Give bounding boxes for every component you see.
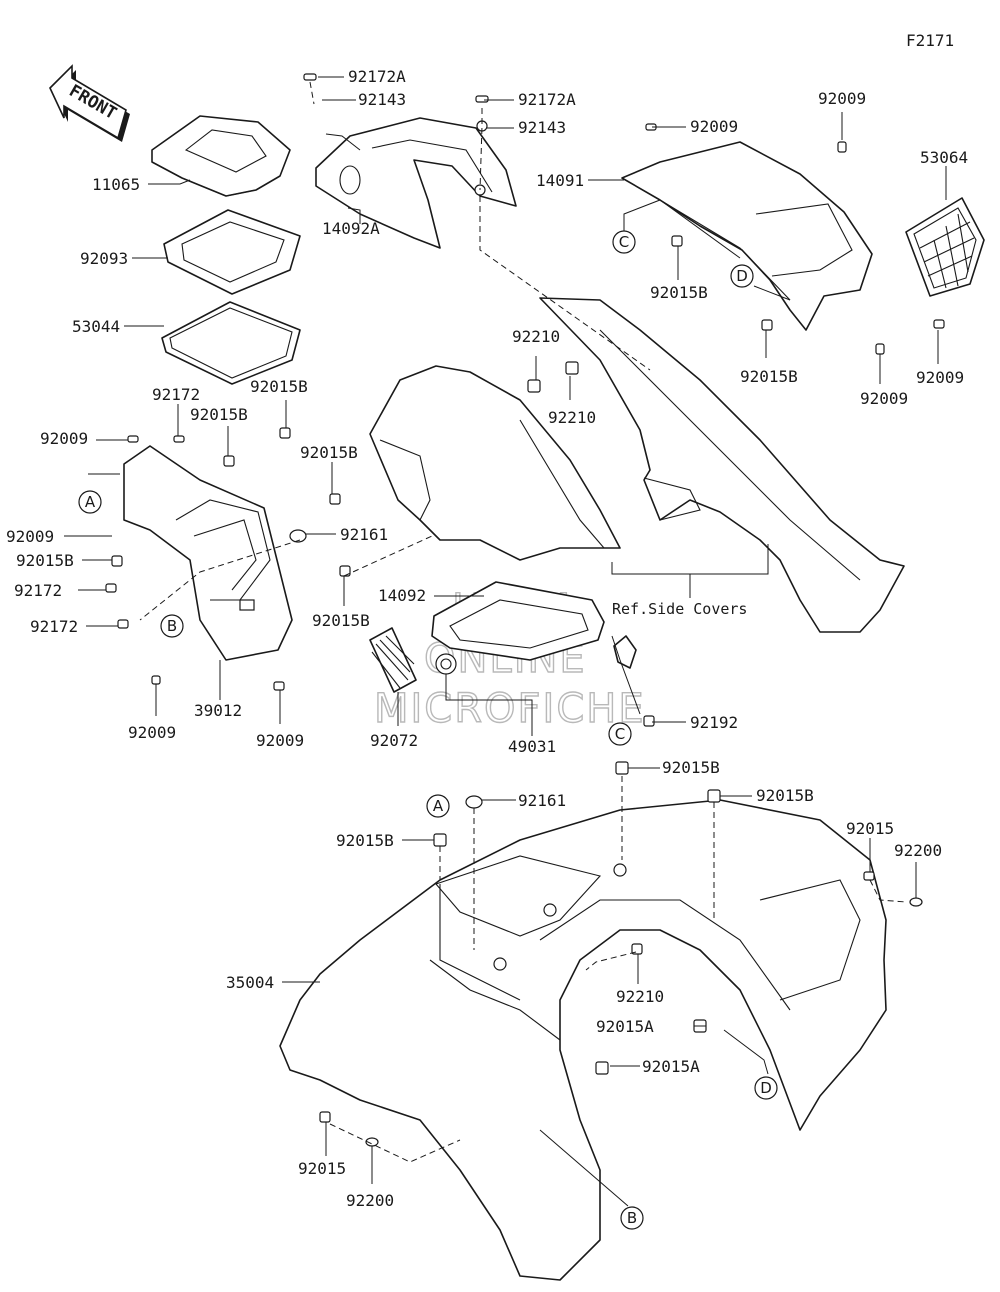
callout-c-upper: C [612, 230, 636, 254]
label-92172: 92172 [14, 581, 62, 600]
side-cover-body [539, 297, 905, 633]
part-11065-cover [151, 115, 291, 197]
svg-text:B: B [167, 617, 177, 635]
label-35004: 35004 [226, 973, 274, 992]
front-arrow-icon: FRONT [49, 64, 130, 142]
label-92015A: 92015A [596, 1017, 654, 1036]
label-92015B: 92015B [312, 611, 370, 630]
svg-text:C: C [615, 725, 625, 743]
label-92172: 92172 [30, 617, 78, 636]
label-92015: 92015 [846, 819, 894, 838]
callout-b-lower: B [620, 1206, 644, 1230]
label-92015B: 92015B [250, 377, 308, 396]
ref-side-covers-note: Ref.Side Covers [612, 600, 747, 618]
diagram-code: F2171 [906, 31, 954, 50]
label-92015A: 92015A [642, 1057, 700, 1076]
label-92015B: 92015B [662, 758, 720, 777]
part-14092-lid [431, 581, 605, 661]
label-92009: 92009 [6, 527, 54, 546]
svg-text:C: C [619, 233, 629, 251]
dashed-lines [139, 81, 907, 1163]
callout-d-lower: D [754, 1076, 778, 1100]
label-92093: 92093 [80, 249, 128, 268]
leader-lines [64, 76, 947, 1207]
label-92200: 92200 [894, 841, 942, 860]
svg-text:A: A [433, 797, 444, 815]
part-53064-grille [905, 197, 985, 297]
part-labels: 92172A 92143 92172A 92143 92009 92009 53… [6, 67, 968, 1210]
callout-d-upper: D [730, 264, 754, 288]
label-49031: 49031 [508, 737, 556, 756]
part-14091-panel [621, 141, 873, 331]
part-53044-seal [161, 301, 301, 385]
label-92192: 92192 [690, 713, 738, 732]
label-53064: 53064 [920, 148, 968, 167]
label-92210: 92210 [512, 327, 560, 346]
label-92210: 92210 [616, 987, 664, 1006]
callout-c-lower: C [608, 722, 632, 746]
svg-text:D: D [736, 267, 748, 285]
label-92161: 92161 [518, 791, 566, 810]
label-92009: 92009 [128, 723, 176, 742]
label-14092A: 14092A [322, 219, 380, 238]
label-92009: 92009 [818, 89, 866, 108]
svg-text:A: A [85, 493, 96, 511]
label-92015B: 92015B [650, 283, 708, 302]
part-92072-grille [369, 627, 417, 693]
callout-a-lower: A [426, 794, 450, 818]
part-92093-frame [163, 209, 301, 295]
label-92015B: 92015B [336, 831, 394, 850]
callout-b-upper: B [160, 614, 184, 638]
label-92210: 92210 [548, 408, 596, 427]
label-39012: 39012 [194, 701, 242, 720]
label-92072: 92072 [370, 731, 418, 750]
callout-a-upper: A [78, 490, 102, 514]
label-92143: 92143 [358, 90, 406, 109]
svg-text:B: B [627, 1209, 637, 1227]
part-35004-rear-fender [279, 799, 887, 1281]
watermark-line3: MICROFICHE [374, 686, 646, 732]
label-92009: 92009 [916, 368, 964, 387]
label-92172A: 92172A [518, 90, 576, 109]
label-92200: 92200 [346, 1191, 394, 1210]
label-92015B: 92015B [740, 367, 798, 386]
label-92161: 92161 [340, 525, 388, 544]
label-92015B: 92015B [756, 786, 814, 805]
label-53044: 53044 [72, 317, 120, 336]
label-92009: 92009 [690, 117, 738, 136]
label-92143: 92143 [518, 118, 566, 137]
label-92015B: 92015B [16, 551, 74, 570]
label-92015B: 92015B [190, 405, 248, 424]
label-92009: 92009 [860, 389, 908, 408]
label-92015: 92015 [298, 1159, 346, 1178]
part-39012-box [123, 445, 293, 661]
part-49031-cap [435, 653, 457, 675]
label-11065: 11065 [92, 175, 140, 194]
label-92172: 92172 [152, 385, 200, 404]
label-92015B: 92015B [300, 443, 358, 462]
label-92009: 92009 [256, 731, 304, 750]
rear-side-panel [369, 365, 621, 561]
label-14092: 14092 [378, 586, 426, 605]
label-92009: 92009 [40, 429, 88, 448]
label-92172A: 92172A [348, 67, 406, 86]
svg-text:D: D [760, 1079, 772, 1097]
label-14091: 14091 [536, 171, 584, 190]
